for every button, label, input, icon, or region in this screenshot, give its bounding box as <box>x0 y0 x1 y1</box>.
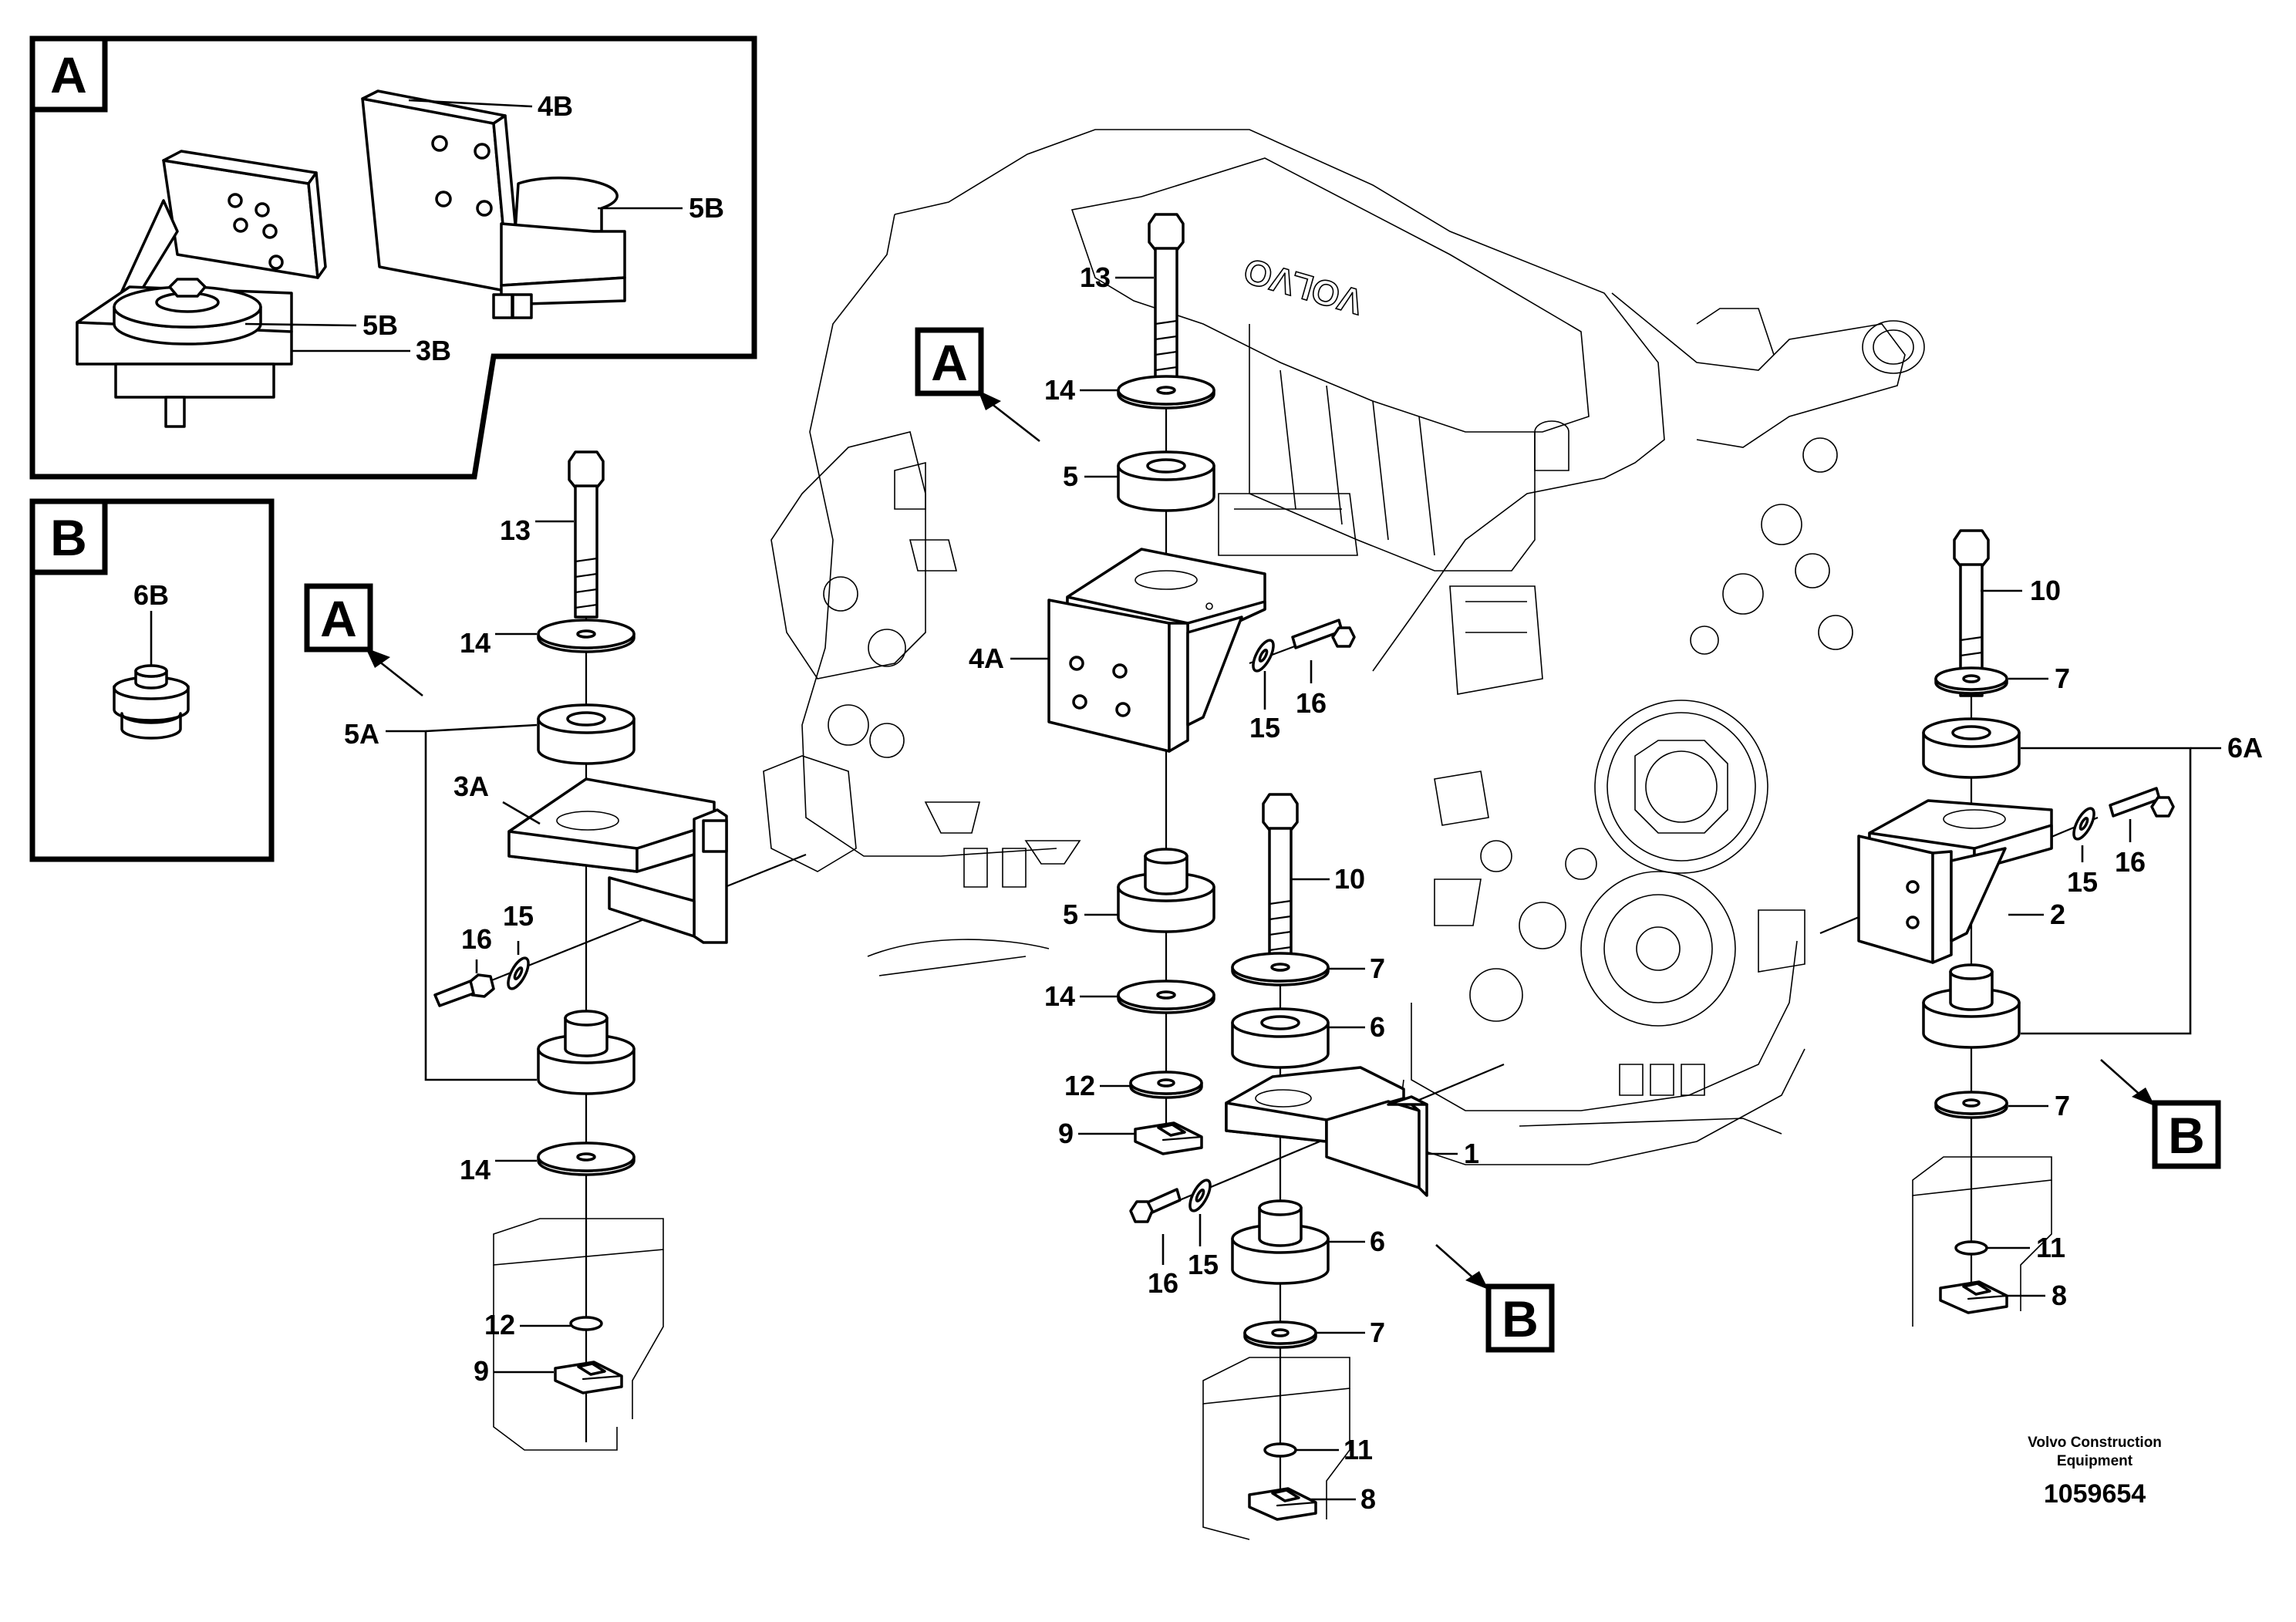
left-stack-assembly <box>433 450 807 1451</box>
label-5b-lower: 5B <box>362 309 398 341</box>
label-1: 1 <box>1464 1138 1479 1169</box>
label-4a: 4A <box>969 642 1004 674</box>
center-stack-assembly <box>1047 213 1356 1155</box>
svg-text:B: B <box>2168 1107 2205 1164</box>
label-5b-upper: 5B <box>689 192 724 224</box>
label-3b: 3B <box>416 335 451 366</box>
label-3a: 3A <box>453 771 489 802</box>
label-5a: 5A <box>344 718 379 750</box>
svg-text:A: A <box>931 334 968 391</box>
label-8-right: 8 <box>2052 1280 2067 1311</box>
label-16-left: 16 <box>461 923 492 955</box>
label-5-lower: 5 <box>1063 899 1078 930</box>
label-12-center: 12 <box>1064 1070 1095 1101</box>
label-15-left: 15 <box>503 900 534 932</box>
label-6b: 6B <box>133 579 169 611</box>
label-13-center: 13 <box>1080 261 1111 293</box>
label-11-mid: 11 <box>1344 1434 1373 1465</box>
callout-a-center: A <box>915 327 1040 443</box>
label-12-left: 12 <box>484 1309 515 1340</box>
label-9-center: 9 <box>1058 1118 1074 1149</box>
label-10-mid: 10 <box>1334 863 1365 895</box>
inset-a-leaders <box>244 99 683 352</box>
label-9-left: 9 <box>474 1355 489 1387</box>
inset-a-letter: A <box>50 46 87 103</box>
center-stack-leaders <box>1010 276 1313 1135</box>
label-15-center: 15 <box>1249 712 1280 744</box>
label-2: 2 <box>2050 899 2065 930</box>
label-16-center: 16 <box>1296 687 1327 719</box>
inset-b-letter: B <box>50 509 87 566</box>
right-stack-assembly <box>1819 529 2175 1327</box>
company-name-line1: Volvo Construction <box>2028 1435 2162 1451</box>
left-stack-leaders <box>386 520 574 1374</box>
label-7-right-upper: 7 <box>2055 663 2070 694</box>
label-14-left-lower: 14 <box>460 1154 491 1185</box>
label-16-right: 16 <box>2115 846 2146 878</box>
right-stack-leaders <box>1981 589 2221 1297</box>
label-14-center-upper: 14 <box>1044 374 1075 406</box>
inset-a-transmission-bracket <box>361 89 626 319</box>
label-15-mid: 15 <box>1188 1249 1219 1280</box>
drawing-number: 1059654 <box>2044 1479 2146 1509</box>
label-14-center-lower: 14 <box>1044 980 1075 1012</box>
svg-text:B: B <box>1502 1290 1539 1347</box>
mid-stack-assembly <box>1129 793 1505 1540</box>
mid-stack-leaders <box>1161 878 1458 1501</box>
inset-a-engine-bracket <box>76 150 327 428</box>
label-6a: 6A <box>2227 732 2263 764</box>
label-5-upper: 5 <box>1063 460 1078 492</box>
callout-b-right: B <box>2100 1059 2221 1169</box>
label-13-left: 13 <box>500 514 531 546</box>
label-6-mid-upper: 6 <box>1370 1011 1385 1043</box>
label-8-mid: 8 <box>1360 1483 1376 1515</box>
label-7-right-lower: 7 <box>2055 1090 2070 1121</box>
callout-b-center: B <box>1435 1244 1555 1353</box>
label-10-right: 10 <box>2030 575 2061 606</box>
label-7-mid-lower: 7 <box>1370 1317 1385 1348</box>
label-7-mid-upper: 7 <box>1370 953 1385 984</box>
svg-text:VOLVO: VOLVO <box>1239 251 1367 322</box>
inset-b-rubber-mount <box>113 611 190 740</box>
label-16-mid: 16 <box>1148 1267 1178 1299</box>
label-15-right: 15 <box>2067 866 2098 898</box>
company-name-line2: Equipment <box>2057 1453 2133 1469</box>
label-14-left-upper: 14 <box>460 627 491 659</box>
label-11-right: 11 <box>2036 1232 2065 1263</box>
label-6-mid-lower: 6 <box>1370 1226 1385 1257</box>
svg-text:A: A <box>320 590 357 647</box>
callout-a-left: A <box>304 583 423 697</box>
label-4b: 4B <box>538 90 573 122</box>
